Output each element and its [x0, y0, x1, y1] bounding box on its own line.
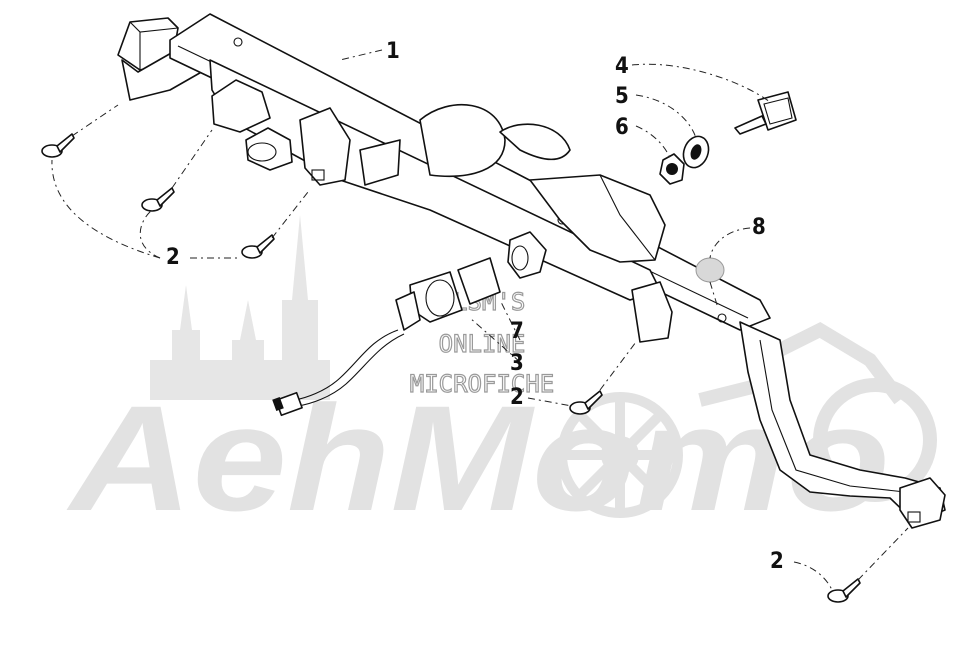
callout-7: 7 [510, 319, 524, 344]
callout-5: 5 [615, 84, 629, 109]
callouts: 1 2 2 2 3 4 5 6 7 8 [166, 39, 784, 574]
callout-2-center: 2 [510, 385, 524, 410]
dash-housing [117, 13, 946, 529]
callout-4: 4 [615, 54, 629, 79]
screw-center [569, 390, 603, 415]
watermark-wheel-icon [557, 392, 683, 518]
watermark-spire-icon [150, 215, 330, 400]
callout-2-left: 2 [166, 245, 180, 270]
callout-8: 8 [752, 215, 766, 240]
callout-6: 6 [615, 115, 629, 140]
ignition-key [734, 91, 797, 135]
screw-lower-right [827, 578, 861, 603]
ignition-switch [272, 231, 547, 417]
callout-2-right: 2 [770, 549, 784, 574]
watermark-line-3: MICROFICHE [410, 370, 555, 398]
watermark-brand: AehMomo [65, 374, 890, 542]
watermark: AehMomo HLSM'S ONLINE MICROFICHE [65, 215, 937, 542]
plug [695, 257, 725, 283]
lock-nut [659, 153, 685, 185]
screw-upper-left [41, 133, 75, 158]
screw-middle-left [141, 187, 175, 212]
callout-3: 3 [510, 351, 524, 376]
dust-cap [682, 135, 710, 169]
callout-1: 1 [386, 39, 400, 64]
leader-lines [51, 49, 909, 591]
screw-lower-left [241, 234, 275, 259]
